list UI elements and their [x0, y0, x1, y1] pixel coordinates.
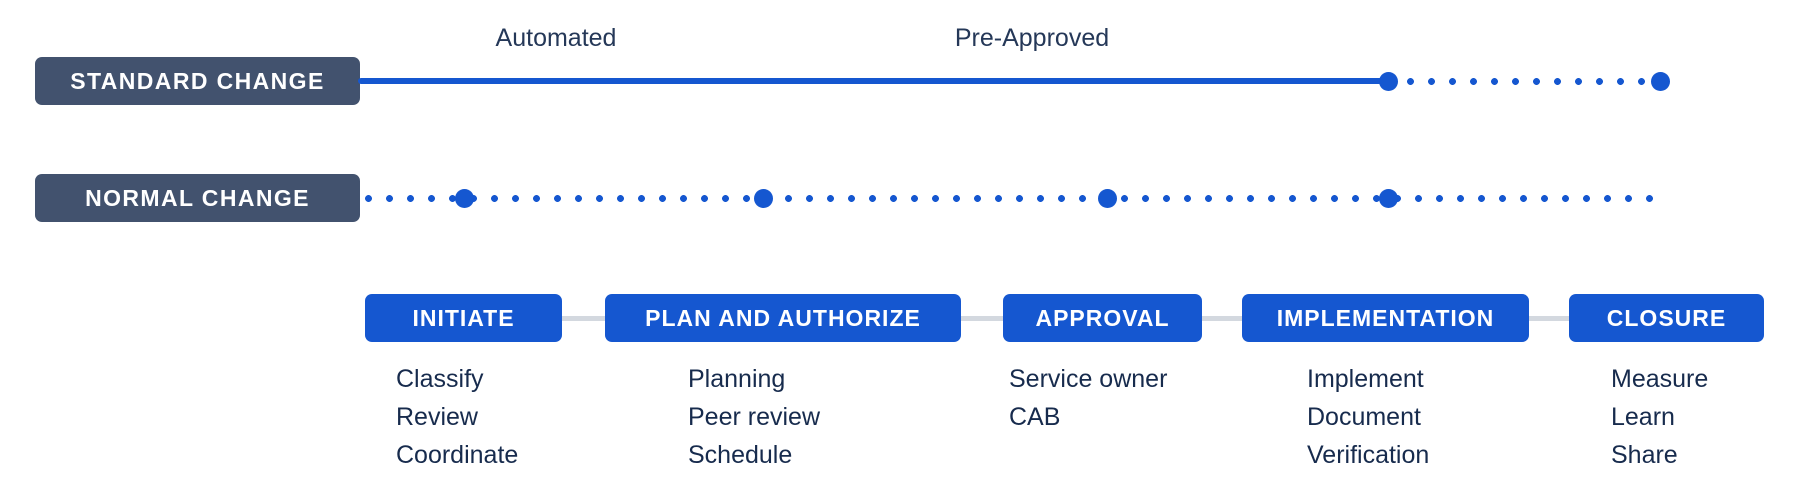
stage-implementation: IMPLEMENTATION — [1242, 294, 1529, 342]
stage-closure: CLOSURE — [1569, 294, 1764, 342]
timeline-dot — [1379, 72, 1398, 91]
task-item: Peer review — [688, 403, 820, 431]
task-item: Learn — [1611, 403, 1675, 431]
stage-plan-and-authorize: PLAN AND AUTHORIZE — [605, 294, 961, 342]
standard-change-solid-line — [358, 78, 1388, 84]
approval-task-list: Service owner CAB — [1009, 366, 1167, 430]
task-item: Implement — [1307, 365, 1424, 393]
initiate-task-list: Classify Review Coordinate — [396, 366, 518, 468]
normal-change-dotted-line — [358, 195, 1660, 202]
task-item: Coordinate — [396, 441, 519, 469]
task-item: Service owner — [1009, 365, 1168, 393]
task-item: CAB — [1009, 403, 1061, 431]
task-item: Schedule — [688, 441, 793, 469]
stage-approval: APPROVAL — [1003, 294, 1202, 342]
standard-change-dotted-line — [1400, 78, 1652, 85]
timeline-dot — [1098, 189, 1117, 208]
implementation-task-list: Implement Document Verification — [1307, 366, 1429, 468]
task-item: Measure — [1611, 365, 1709, 393]
task-item: Classify — [396, 365, 484, 393]
timeline-label-pre-approved: Pre-Approved — [954, 24, 1110, 52]
task-item: Share — [1611, 441, 1678, 469]
standard-change-label: STANDARD CHANGE — [35, 57, 360, 105]
task-item: Planning — [688, 365, 786, 393]
task-item: Document — [1307, 403, 1421, 431]
task-item: Verification — [1307, 441, 1430, 469]
plan-and-authorize-task-list: Planning Peer review Schedule — [688, 366, 820, 468]
closure-task-list: Measure Learn Share — [1611, 366, 1708, 468]
timeline-dot — [1379, 189, 1398, 208]
timeline-dot — [1651, 72, 1670, 91]
task-item: Review — [396, 403, 478, 431]
timeline-dot — [455, 189, 474, 208]
stage-initiate: INITIATE — [365, 294, 562, 342]
timeline-label-automated: Automated — [495, 24, 617, 52]
timeline-dot — [754, 189, 773, 208]
normal-change-label: NORMAL CHANGE — [35, 174, 360, 222]
